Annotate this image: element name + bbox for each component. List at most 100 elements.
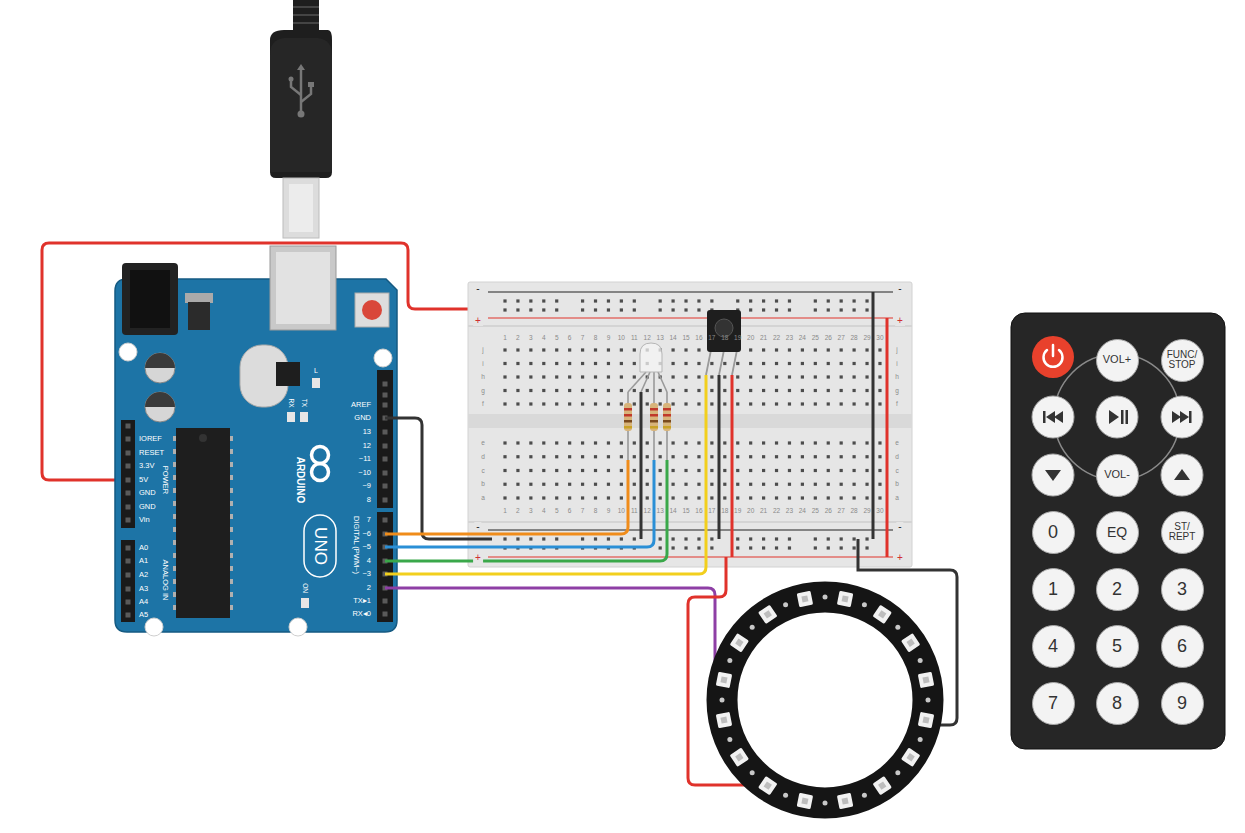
breadboard-hole (840, 483, 843, 486)
breadboard-hole (659, 389, 662, 392)
pin-label: 12 (363, 442, 371, 450)
pin-label: GND (139, 503, 156, 511)
header-pin (126, 464, 131, 469)
breadboard-hole (762, 455, 765, 458)
breadboard-hole (633, 469, 636, 472)
breadboard-hole (671, 348, 674, 351)
breadboard-hole (853, 299, 856, 302)
breadboard-hole (633, 455, 636, 458)
pin-label: 7 (367, 516, 371, 524)
breadboard-hole (878, 348, 881, 351)
remote-button: ST/ REPT (1161, 511, 1204, 554)
breadboard-hole (555, 299, 558, 302)
header-pin (383, 498, 388, 503)
breadboard-hole (749, 348, 752, 351)
breadboard-hole (840, 389, 843, 392)
breadboard-hole (865, 362, 868, 365)
breadboard-hole (516, 441, 519, 444)
breadboard-hole (723, 375, 726, 378)
breadboard-hole (503, 496, 506, 499)
breadboard-hole (736, 537, 739, 540)
chip-pin (173, 475, 176, 480)
breadboard-hole (775, 362, 778, 365)
resistor-band (624, 414, 632, 417)
breadboard-hole (684, 455, 687, 458)
breadboard-hole (840, 546, 843, 549)
breadboard-hole (697, 375, 700, 378)
rail-sign: - (896, 284, 903, 294)
button-label: 2 (1112, 580, 1122, 599)
breadboard-hole (840, 469, 843, 472)
resistor-body (624, 403, 632, 431)
breadboard-hole (529, 362, 532, 365)
breadboard-hole (568, 348, 571, 351)
breadboard-hole (814, 299, 817, 302)
row-letter: d (895, 454, 899, 461)
breadboard-hole (853, 402, 856, 405)
breadboard-hole (555, 455, 558, 458)
header-pin (383, 430, 388, 435)
breadboard-hole (827, 496, 830, 499)
breadboard-hole (503, 483, 506, 486)
resistor-band (663, 426, 671, 429)
breadboard-hole (827, 483, 830, 486)
ring-pad (918, 658, 923, 663)
chip-pin (173, 514, 176, 519)
breadboard-hole (607, 483, 610, 486)
pin-label: A3 (139, 585, 148, 593)
header-pin (383, 484, 388, 489)
ring-pad (783, 793, 788, 798)
column-number: 18 (721, 335, 728, 342)
breadboard-hole (788, 469, 791, 472)
breadboard-hole (762, 496, 765, 499)
column-number: 8 (594, 335, 598, 342)
pin-label: TX▸1 (353, 597, 371, 605)
breadboard-hole (697, 299, 700, 302)
pin-label: 13 (363, 428, 371, 436)
pin-label: ~6 (362, 530, 371, 538)
breadboard-hole (762, 389, 765, 392)
button-label: 4 (1048, 637, 1058, 656)
breadboard-hole (542, 455, 545, 458)
column-number: 16 (695, 508, 702, 515)
breadboard-hole (762, 308, 765, 311)
column-number: 6 (568, 335, 572, 342)
breadboard-hole (697, 469, 700, 472)
ring-pixel (797, 793, 813, 809)
chip-pin (173, 436, 176, 441)
button-label: 1 (1048, 580, 1058, 599)
breadboard-hole (671, 389, 674, 392)
breadboard-hole (762, 299, 765, 302)
breadboard-hole (697, 546, 700, 549)
column-number: 5 (555, 335, 559, 342)
column-number: 21 (760, 335, 767, 342)
remote-button: 2 (1096, 568, 1139, 611)
column-number: 3 (529, 508, 533, 515)
breadboard-hole (775, 402, 778, 405)
column-number: 19 (734, 508, 741, 515)
breadboard-hole (684, 348, 687, 351)
breadboard-hole (840, 299, 843, 302)
ring-pixel (901, 633, 920, 652)
breadboard-hole (542, 483, 545, 486)
breadboard-hole (684, 496, 687, 499)
header-pin (383, 599, 388, 604)
remote-button: 6 (1161, 625, 1204, 668)
breadboard-hole (659, 469, 662, 472)
breadboard-hole (633, 483, 636, 486)
breadboard-hole (620, 537, 623, 540)
breadboard-hole (736, 389, 739, 392)
breadboard-hole (581, 299, 584, 302)
breadboard-hole (516, 483, 519, 486)
breadboard-hole (568, 375, 571, 378)
breadboard-hole (620, 308, 623, 311)
breadboard-hole (801, 496, 804, 499)
breadboard-hole (633, 308, 636, 311)
column-number: 24 (799, 335, 806, 342)
breadboard-hole (788, 362, 791, 365)
column-number: 1 (503, 335, 507, 342)
column-number: 9 (607, 508, 611, 515)
breadboard-hole (710, 441, 713, 444)
breadboard-hole (516, 299, 519, 302)
button-label: 6 (1177, 637, 1187, 656)
